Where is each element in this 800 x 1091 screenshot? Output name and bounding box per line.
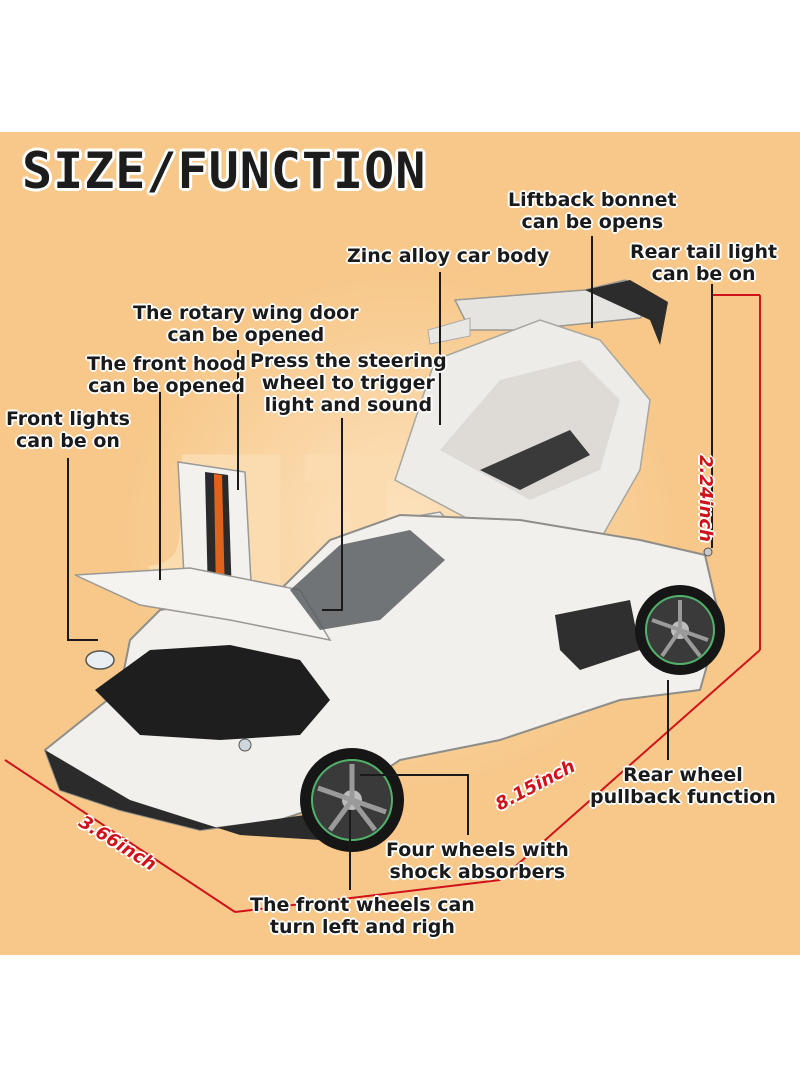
front-trunk bbox=[95, 645, 330, 740]
rear-wing bbox=[427, 279, 668, 345]
headlight bbox=[85, 650, 115, 670]
callout-zinc-body: Zinc alloy car body bbox=[347, 245, 550, 267]
leader-lines bbox=[67, 236, 713, 890]
tail-light-dot bbox=[703, 547, 713, 557]
dimension-lines bbox=[4, 294, 761, 913]
left-door bbox=[177, 461, 253, 601]
front-wheel bbox=[300, 748, 404, 852]
rear-wheel bbox=[635, 585, 725, 675]
front-hood bbox=[74, 567, 332, 642]
windshield bbox=[290, 530, 445, 630]
page-title: SIZE/FUNCTION bbox=[22, 142, 427, 200]
dimension-height: 2.24inch bbox=[695, 455, 716, 542]
